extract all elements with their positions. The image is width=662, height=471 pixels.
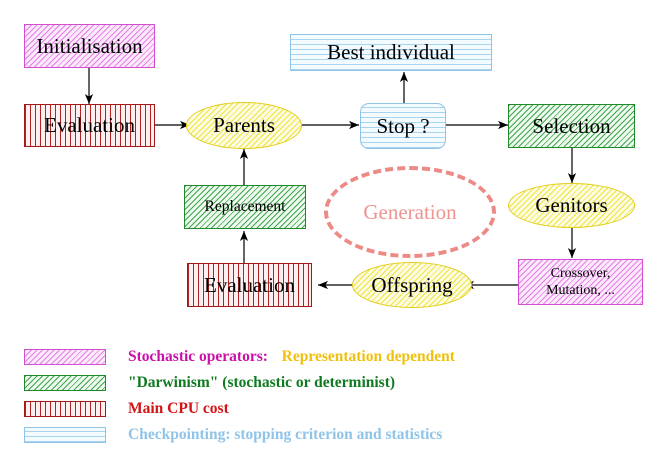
legend-label-representation-dependent: Representation dependent (273, 348, 455, 365)
node-replacement-label: Replacement (204, 197, 286, 215)
legend-swatch-darwinism (24, 375, 106, 391)
node-initialisation-label: Initialisation (36, 33, 143, 58)
node-parents-label: Parents (213, 113, 275, 138)
node-replacement[interactable]: Replacement (184, 185, 306, 229)
node-selection[interactable]: Selection (508, 104, 635, 148)
node-genitors[interactable]: Genitors (508, 183, 635, 228)
node-stop-label: Stop ? (376, 113, 430, 138)
legend-row: "Darwinism" (stochastic or determinist) (24, 370, 634, 396)
node-evaluation-top[interactable]: Evaluation (24, 104, 155, 147)
node-crossover-mutation[interactable]: Crossover, Mutation, ... (518, 259, 643, 305)
node-offspring-label: Offspring (371, 272, 453, 297)
legend-label-stochastic-operators: Stochastic operators: (128, 348, 268, 365)
node-evaluation-bottom[interactable]: Evaluation (187, 263, 312, 307)
node-stop[interactable]: Stop ? (360, 103, 446, 149)
node-selection-label: Selection (532, 113, 611, 138)
legend-swatch-stochastic-operators (24, 349, 106, 365)
node-best-individual[interactable]: Best individual (290, 34, 492, 71)
node-crossover-mutation-label: Crossover, Mutation, ... (546, 265, 615, 299)
node-evaluation-top-label: Evaluation (44, 113, 135, 138)
legend-label-main-cpu-cost: Main CPU cost (128, 400, 229, 417)
node-parents[interactable]: Parents (186, 102, 302, 149)
legend-row: Checkpointing: stopping criterion and st… (24, 422, 634, 448)
legend-swatch-main-cpu-cost (24, 401, 106, 417)
legend-label-checkpointing: Checkpointing: stopping criterion and st… (128, 426, 443, 443)
node-initialisation[interactable]: Initialisation (24, 24, 155, 68)
node-generation: Generation (324, 166, 496, 258)
legend-label-darwinism: "Darwinism" (stochastic or determinist) (128, 374, 396, 391)
legend-row: Main CPU cost (24, 396, 634, 422)
node-genitors-label: Genitors (535, 193, 608, 218)
node-offspring[interactable]: Offspring (352, 262, 472, 308)
node-best-individual-label: Best individual (327, 40, 455, 65)
node-evaluation-bottom-label: Evaluation (204, 272, 295, 297)
legend-row: Stochastic operators: Representation dep… (24, 344, 634, 370)
node-generation-label: Generation (363, 199, 457, 224)
legend-swatch-checkpointing (24, 427, 106, 443)
legend: Stochastic operators: Representation dep… (24, 344, 634, 448)
